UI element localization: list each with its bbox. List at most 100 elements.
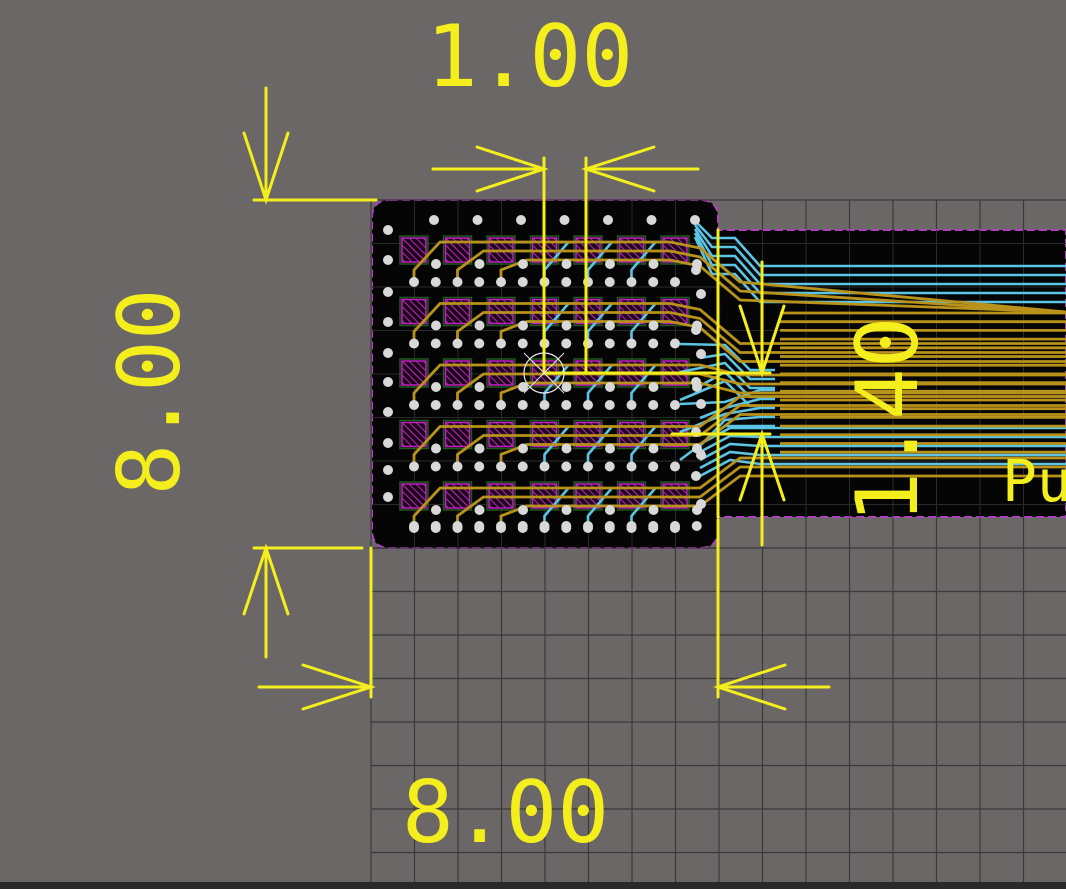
via[interactable] xyxy=(430,338,441,349)
pad-hatch[interactable] xyxy=(596,299,601,303)
via[interactable] xyxy=(517,461,528,472)
via[interactable] xyxy=(561,320,572,331)
pad-hatch[interactable] xyxy=(422,299,427,303)
top-layer-traces[interactable] xyxy=(412,240,1066,528)
via[interactable] xyxy=(648,277,659,287)
via[interactable] xyxy=(561,338,572,349)
via[interactable] xyxy=(430,521,441,531)
pad-hatch[interactable] xyxy=(488,497,500,509)
via[interactable] xyxy=(604,521,615,531)
via[interactable] xyxy=(561,521,572,531)
via[interactable] xyxy=(518,505,528,515)
pad-hatch[interactable] xyxy=(445,244,463,263)
via[interactable] xyxy=(605,505,615,515)
pad-hatch[interactable] xyxy=(640,360,644,365)
via[interactable] xyxy=(670,400,680,410)
via[interactable] xyxy=(696,450,706,460)
via[interactable] xyxy=(691,377,701,387)
pad-hatch[interactable] xyxy=(415,299,427,310)
via[interactable] xyxy=(539,521,550,531)
pad-hatch[interactable] xyxy=(596,483,601,488)
pad-hatch[interactable] xyxy=(509,483,514,488)
via[interactable] xyxy=(518,382,528,392)
via[interactable] xyxy=(670,277,680,287)
top-trace[interactable] xyxy=(499,381,1066,405)
pad-hatch[interactable] xyxy=(415,360,427,372)
via[interactable] xyxy=(691,265,701,275)
via[interactable] xyxy=(690,215,700,225)
pad-hatch[interactable] xyxy=(445,258,449,263)
via[interactable] xyxy=(691,471,701,481)
via[interactable] xyxy=(648,400,659,410)
pad-hatch[interactable] xyxy=(401,436,413,447)
pad-hatch[interactable] xyxy=(401,374,413,386)
via[interactable] xyxy=(429,215,439,225)
dimension-right-label[interactable]: 1.40 xyxy=(838,316,938,524)
bottom-trace[interactable] xyxy=(699,352,775,381)
via[interactable] xyxy=(691,521,702,531)
pad-hatch[interactable] xyxy=(683,360,688,365)
pad-hatch[interactable] xyxy=(488,251,500,263)
via[interactable] xyxy=(409,277,419,287)
via[interactable] xyxy=(626,400,637,410)
via[interactable] xyxy=(474,400,485,410)
pad-hatch[interactable] xyxy=(509,237,514,242)
via[interactable] xyxy=(431,259,441,269)
via[interactable] xyxy=(383,492,393,502)
via[interactable] xyxy=(561,277,572,287)
pad-hatch[interactable] xyxy=(401,320,406,324)
pad-hatch[interactable] xyxy=(488,443,493,447)
pad-hatch[interactable] xyxy=(401,313,413,324)
pad-hatch[interactable] xyxy=(509,422,514,426)
pad-hatch[interactable] xyxy=(445,374,456,386)
pad-hatch[interactable] xyxy=(596,360,601,365)
pad-hatch[interactable] xyxy=(401,483,427,509)
via[interactable] xyxy=(516,215,526,225)
via[interactable] xyxy=(605,259,615,269)
via[interactable] xyxy=(517,521,528,531)
pad-hatch[interactable] xyxy=(509,360,514,365)
pad-hatch[interactable] xyxy=(408,299,427,317)
pad-hatch[interactable] xyxy=(408,422,427,440)
top-trace[interactable] xyxy=(456,404,1066,467)
via[interactable] xyxy=(561,400,572,410)
via[interactable] xyxy=(583,461,593,472)
via[interactable] xyxy=(648,382,659,392)
via[interactable] xyxy=(431,320,441,331)
via[interactable] xyxy=(696,349,706,359)
bottom-trace[interactable] xyxy=(699,442,1066,462)
via[interactable] xyxy=(670,338,680,349)
via[interactable] xyxy=(517,277,528,287)
top-trace[interactable] xyxy=(456,465,1066,528)
pad-hatch[interactable] xyxy=(445,381,449,386)
pad-hatch[interactable] xyxy=(401,244,420,263)
dimension-top-label[interactable]: 1.00 xyxy=(426,7,634,107)
pad-hatch[interactable] xyxy=(466,422,470,426)
via[interactable] xyxy=(626,277,637,287)
bottom-trace[interactable] xyxy=(699,434,1066,454)
via[interactable] xyxy=(648,259,659,269)
via[interactable] xyxy=(474,259,485,269)
via[interactable] xyxy=(474,461,485,472)
bottom-trace[interactable] xyxy=(699,450,1066,470)
pad-hatch[interactable] xyxy=(401,497,413,509)
via[interactable] xyxy=(452,277,463,287)
via[interactable] xyxy=(496,521,506,531)
via[interactable] xyxy=(648,505,659,515)
top-trace[interactable] xyxy=(456,249,1066,314)
top-trace[interactable] xyxy=(412,363,1066,405)
via[interactable] xyxy=(626,461,637,472)
via[interactable] xyxy=(517,338,528,349)
dim-arrow[interactable] xyxy=(581,145,656,193)
dim-arrow[interactable] xyxy=(301,663,376,711)
via[interactable] xyxy=(518,320,528,331)
pad-hatch[interactable] xyxy=(488,436,500,447)
via[interactable] xyxy=(474,521,485,531)
via[interactable] xyxy=(604,277,615,287)
via[interactable] xyxy=(409,338,419,349)
via[interactable] xyxy=(452,461,463,472)
top-trace[interactable] xyxy=(499,258,1066,314)
pad-hatch[interactable] xyxy=(640,237,644,242)
via[interactable] xyxy=(431,505,441,515)
